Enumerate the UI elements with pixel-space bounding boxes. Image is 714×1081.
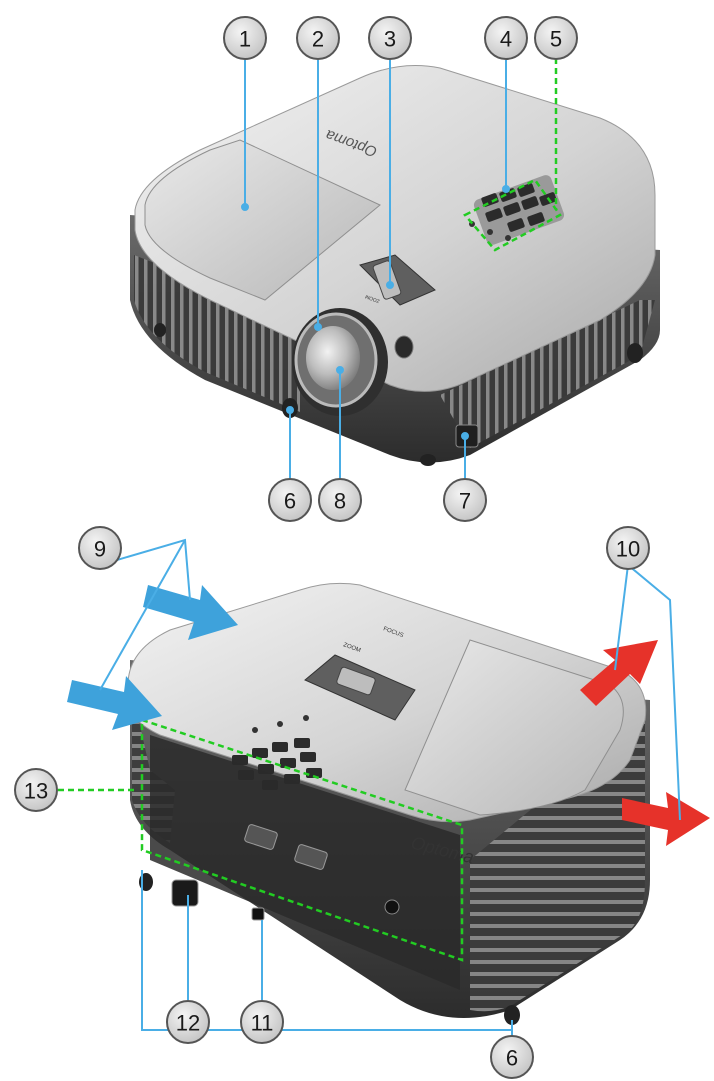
hdmi-port	[294, 844, 328, 870]
top-projector-top-surface	[134, 65, 656, 392]
top-zoom-label: ZOOM	[365, 293, 381, 304]
svg-text:9: 9	[94, 537, 106, 562]
top-projector-left-grille	[134, 255, 300, 412]
intake-arrow-upper	[143, 585, 238, 640]
top-leader-lines	[241, 60, 510, 478]
rear-foot-right	[504, 1005, 520, 1025]
top-foot-front	[420, 454, 436, 466]
rear-io-highlight-dashed	[140, 718, 464, 962]
rear-power-socket	[171, 879, 199, 907]
svg-text:4: 4	[500, 27, 512, 52]
callout-5: 5	[534, 16, 578, 60]
rear-ir-receiver	[384, 899, 400, 915]
callout-2: 2	[296, 16, 340, 60]
callout-circles: 1 2 3 4 5 6 8 7	[14, 16, 650, 1079]
bottom-leader-lines	[99, 538, 681, 1048]
rear-zoom-lever	[304, 654, 416, 721]
ir-receiver	[394, 335, 414, 359]
svg-text:1: 1	[239, 27, 251, 52]
svg-text:11: 11	[251, 1011, 274, 1036]
rear-status-leds	[252, 715, 309, 733]
callout-11: 11	[240, 1000, 284, 1044]
svg-text:10: 10	[616, 537, 640, 562]
svg-text:2: 2	[312, 27, 324, 52]
top-foot-back	[154, 323, 166, 337]
security-lock-slot	[251, 907, 265, 921]
lamp-cover	[144, 139, 381, 301]
callout-8: 8	[318, 478, 362, 522]
intake-arrow-lower	[67, 676, 162, 730]
callout-7: 7	[443, 478, 487, 522]
callout-12: 12	[166, 1000, 210, 1044]
svg-text:6: 6	[506, 1046, 518, 1071]
vga-port	[244, 824, 278, 850]
svg-text:3: 3	[384, 27, 396, 52]
callout-6-bottom: 6	[490, 1035, 534, 1079]
keypad-highlight-dashed	[463, 178, 562, 252]
projector-top-view: Optoma ZOOM FOCUS	[130, 65, 660, 466]
rear-zoom-label: ZOOM	[342, 642, 361, 654]
svg-text:5: 5	[550, 27, 562, 52]
rear-right-grille	[470, 715, 645, 1012]
top-keypad	[473, 175, 565, 245]
intake-arrows	[67, 585, 238, 730]
projector-rear-view: ZOOM FOCUS Optoma	[127, 582, 650, 1025]
callout-6-top: 6	[268, 478, 312, 522]
callout-3: 3	[368, 16, 412, 60]
top-foot-right	[627, 343, 643, 363]
callout-13: 13	[14, 768, 58, 812]
svg-text:7: 7	[459, 489, 471, 514]
rear-lamp-cover	[404, 639, 624, 816]
callout-9: 9	[78, 526, 122, 570]
exhaust-arrow-upper	[580, 640, 658, 706]
exhaust-arrow-lower	[622, 792, 710, 846]
projection-lens	[292, 308, 388, 416]
callout-10: 10	[606, 526, 650, 570]
svg-text:12: 12	[176, 1011, 200, 1036]
callout-4: 4	[484, 16, 528, 60]
top-projector-right-grille	[440, 300, 655, 448]
svg-text:8: 8	[334, 489, 346, 514]
svg-text:6: 6	[284, 489, 296, 514]
svg-text:13: 13	[24, 779, 48, 804]
callout-1: 1	[223, 16, 267, 60]
zoom-lever: ZOOM	[359, 254, 436, 306]
exhaust-arrows	[580, 640, 710, 846]
